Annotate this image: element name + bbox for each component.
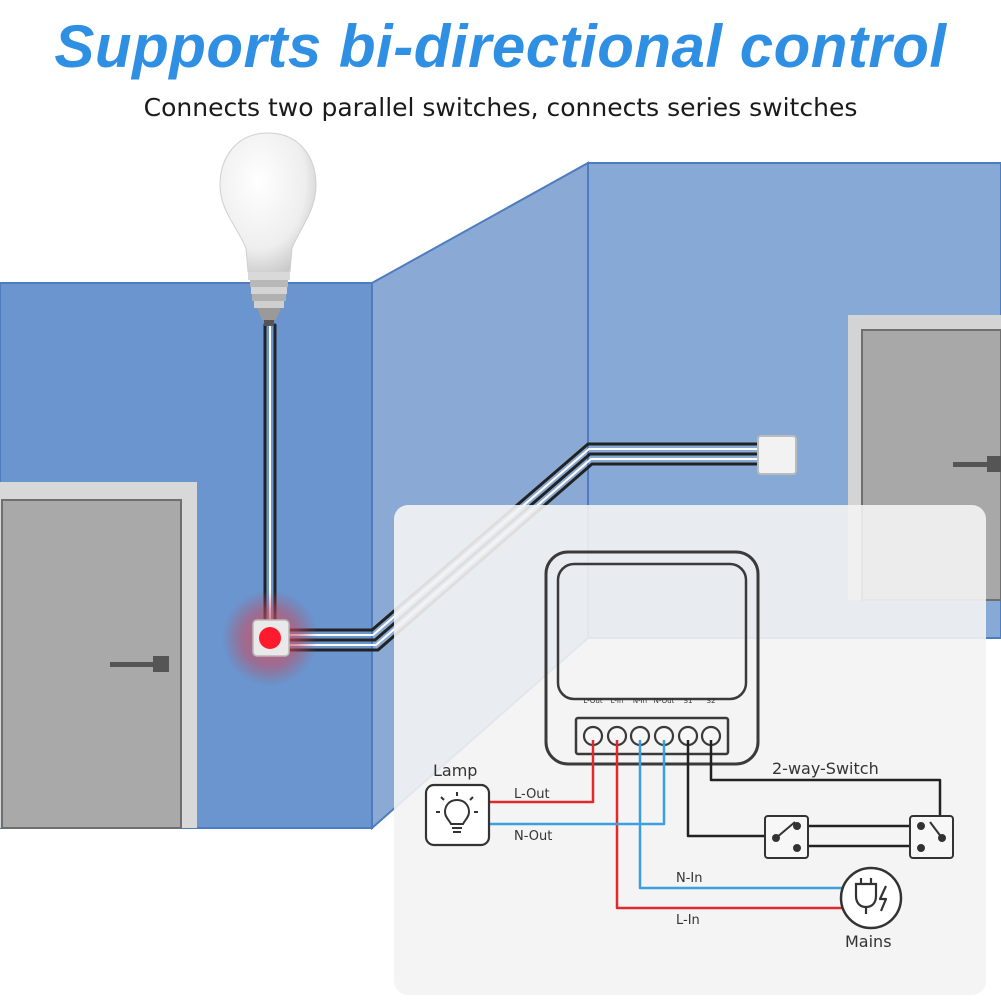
terminal-labels: L-Out L-In N-In N-Out S1 S2	[583, 697, 715, 705]
wire-n-in	[638, 740, 850, 890]
lamp-icon	[424, 783, 491, 847]
wire-s2	[709, 740, 942, 816]
live-wires	[490, 740, 850, 910]
lamp-label: Lamp	[433, 761, 477, 780]
wire-label-l-in: L-In	[676, 913, 700, 928]
left-door-icon	[0, 482, 197, 829]
terminal-label-n-out: N-Out	[654, 697, 675, 705]
mains-plug-icon	[839, 866, 903, 930]
light-bulb-icon	[219, 132, 317, 326]
wiring-panel	[394, 505, 986, 995]
switch-label: 2-way-Switch	[772, 759, 879, 778]
terminal-label-n-in: N-In	[633, 697, 647, 705]
wire-label-n-out: N-Out	[514, 829, 552, 844]
wire-l-in	[615, 740, 850, 910]
mains-label: Mains	[845, 932, 892, 951]
wiring-labels: Lamp Mains 2-way-Switch L-Out N-Out N-In…	[433, 759, 892, 951]
switch-wires	[686, 740, 942, 848]
page-title: Supports bi-directional control	[54, 13, 947, 80]
page-subtitle: Connects two parallel switches, connects…	[143, 93, 858, 122]
switch-icon	[764, 815, 954, 859]
wire-label-n-in: N-In	[676, 871, 703, 886]
terminal-label-l-out: L-Out	[583, 697, 602, 705]
terminal-label-s1: S1	[684, 697, 693, 705]
wire-n-out	[490, 740, 666, 826]
wire-label-l-out: L-Out	[514, 787, 550, 802]
terminal-label-s2: S2	[707, 697, 716, 705]
wire-l-out	[490, 740, 595, 804]
terminal-label-l-in: L-In	[611, 697, 624, 705]
wire-s1	[686, 740, 765, 838]
smart-module-indicator	[222, 590, 318, 686]
module-device	[544, 550, 760, 766]
neutral-wires	[490, 740, 850, 890]
wall-switch-box	[757, 435, 797, 475]
bulb-cable	[263, 323, 277, 632]
